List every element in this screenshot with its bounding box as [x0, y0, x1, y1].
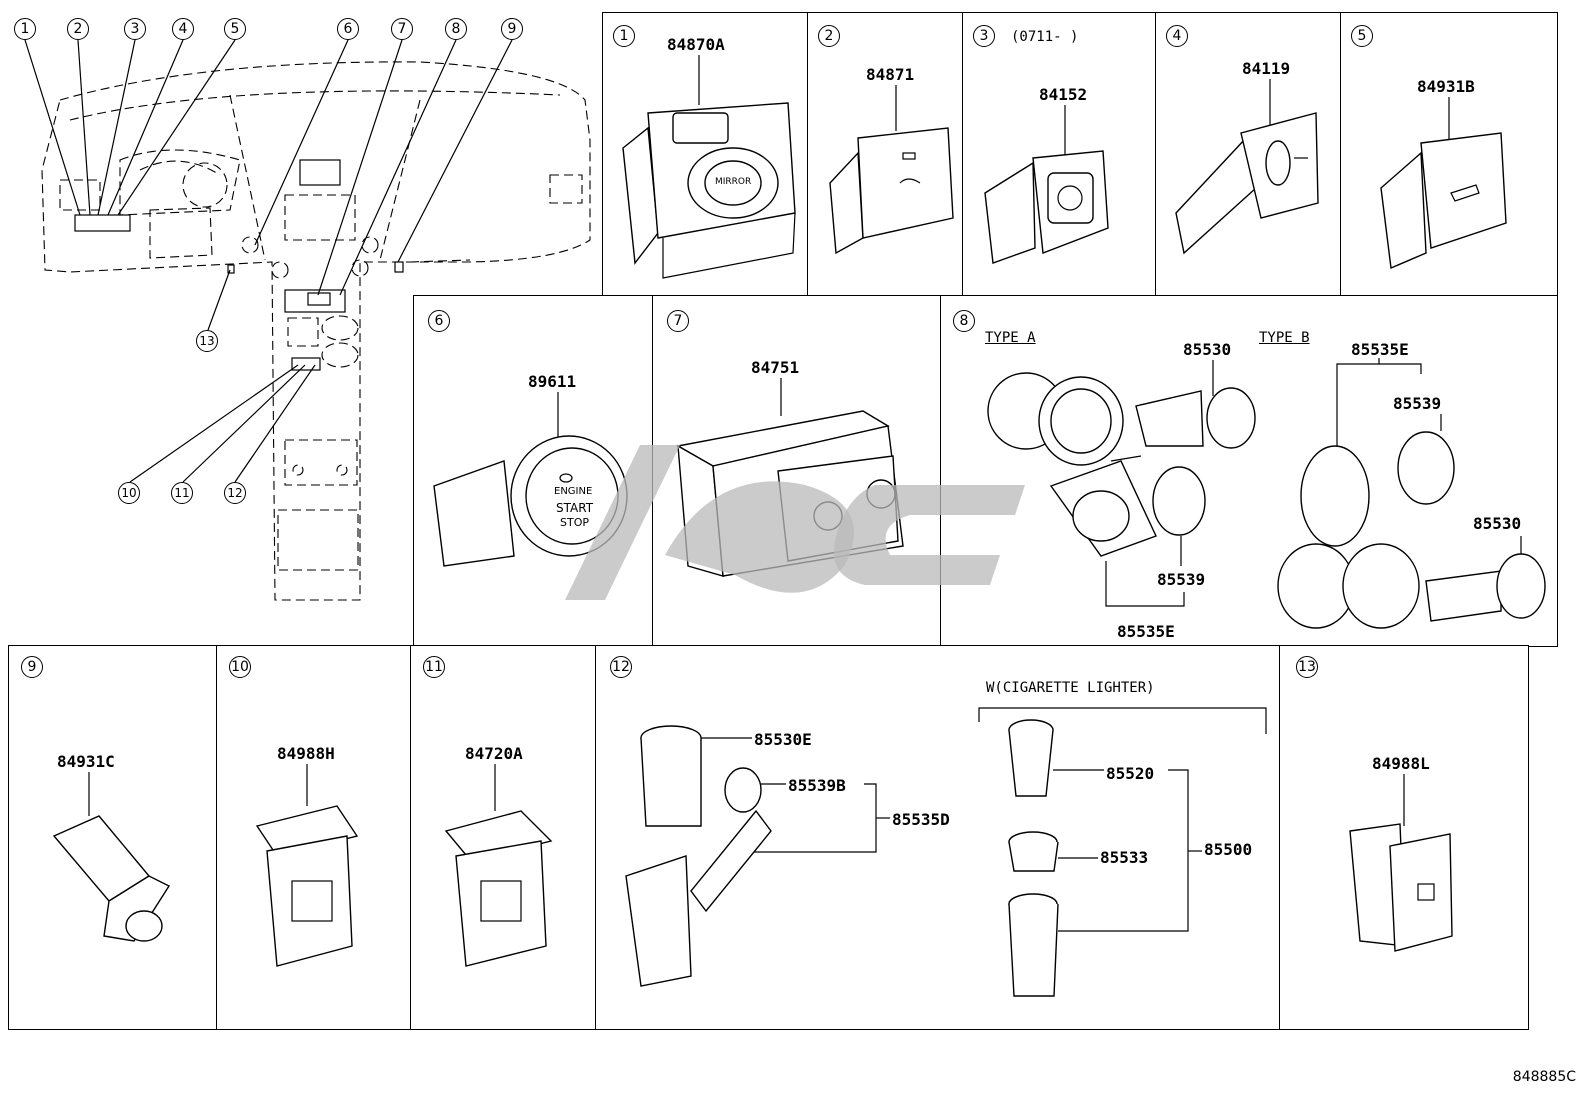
- callout-9: 9: [501, 18, 523, 40]
- part-number: 85530: [1473, 514, 1522, 533]
- callout-2: 2: [67, 18, 89, 40]
- panel-11: 11 84720A: [410, 645, 597, 1030]
- panel-number: 4: [1166, 25, 1188, 47]
- callout-12: 12: [224, 482, 246, 504]
- part-number: 84931B: [1417, 77, 1475, 96]
- panel-number: 6: [428, 310, 450, 332]
- panel-1: 1 84870A MIRROR: [602, 12, 809, 297]
- part-number: 85539: [1393, 394, 1442, 413]
- panel-10: 10 84988H: [216, 645, 412, 1030]
- rheostat-switch-icon: [1175, 79, 1319, 255]
- part-number: 84988L: [1372, 754, 1430, 773]
- stop-label: STOP: [560, 516, 589, 529]
- part-number: 85535E: [1117, 622, 1175, 641]
- part-number: 89611: [528, 372, 577, 391]
- panel-number: 2: [818, 25, 840, 47]
- date-note: (0711- ): [1011, 29, 1079, 45]
- callout-11: 11: [171, 482, 193, 504]
- dashboard-overview: 1 2 3 4 5 6 7 8 9 13 10 11 12: [0, 0, 600, 640]
- power-outlet-icon: [987, 358, 1546, 629]
- part-number: 84751: [751, 358, 800, 377]
- switch-icon: [52, 772, 171, 942]
- switch-icon: [444, 764, 553, 967]
- part-number: 84119: [1242, 59, 1291, 78]
- panel-number: 7: [667, 310, 689, 332]
- callout-4: 4: [172, 18, 194, 40]
- callout-10: 10: [118, 482, 140, 504]
- mirror-label: MIRROR: [715, 177, 752, 187]
- panel-number: 3: [973, 25, 995, 47]
- callout-8: 8: [445, 18, 467, 40]
- callout-1: 1: [14, 18, 36, 40]
- panel-number: 10: [229, 656, 251, 678]
- part-number: 84931C: [57, 752, 115, 771]
- panel-number: 11: [423, 656, 445, 678]
- part-number: 85530E: [754, 730, 812, 749]
- panel-number: 8: [953, 310, 975, 332]
- seat-heater-switch-icon: [676, 378, 904, 577]
- callout-3: 3: [124, 18, 146, 40]
- part-number: 85539B: [788, 776, 846, 795]
- part-number: 84870A: [667, 35, 725, 54]
- switch-icon: [255, 764, 359, 967]
- panel-13: 13 84988L: [1279, 645, 1529, 1030]
- part-number: 84720A: [465, 744, 523, 763]
- panel-9: 9 84931C: [8, 645, 218, 1030]
- panel-number: 13: [1296, 656, 1318, 678]
- cigarette-lighter-icon: [625, 707, 1267, 997]
- type-b-label: TYPE B: [1259, 330, 1310, 346]
- dimmer-switch-icon: [984, 105, 1109, 264]
- panel-3: 3 (0711- ) 84152: [962, 12, 1157, 297]
- panel-4: 4 84119: [1155, 12, 1342, 297]
- start-label: START: [556, 501, 594, 515]
- part-number: 84988H: [277, 744, 335, 763]
- switch-icon: [1380, 97, 1507, 270]
- part-number: 85535E: [1351, 340, 1409, 359]
- part-number: 84152: [1039, 85, 1088, 104]
- callout-13: 13: [196, 330, 218, 352]
- mirror-switch-icon: [622, 55, 796, 279]
- panel-number: 5: [1351, 25, 1373, 47]
- panel-number: 9: [21, 656, 43, 678]
- engine-start-button-icon: [433, 392, 628, 567]
- part-number: 85539: [1157, 570, 1206, 589]
- panel-7: 7 84751: [652, 295, 942, 647]
- panel-5: 5 84931B: [1340, 12, 1558, 297]
- part-number: 85530: [1183, 340, 1232, 359]
- panel-12: 12 W(CIGARETTE LIGHTER) 85530E 85539B 85…: [595, 645, 1281, 1030]
- panel-number: 1: [613, 25, 635, 47]
- defogger-switch-icon: [829, 85, 954, 255]
- diagram-code: 848885C: [1512, 1069, 1576, 1085]
- engine-label: ENGINE: [554, 486, 593, 497]
- type-a-label: TYPE A: [985, 330, 1036, 346]
- callout-5: 5: [224, 18, 246, 40]
- part-number: 84871: [866, 65, 915, 84]
- panel-6: 6 89611 ENGINE START STOP: [413, 295, 654, 647]
- cigarette-lighter-note: W(CIGARETTE LIGHTER): [986, 680, 1155, 696]
- part-number: 85533: [1100, 848, 1149, 867]
- dashboard-drawing: [24, 39, 591, 601]
- part-number: 85535D: [892, 810, 950, 829]
- part-number: 85520: [1106, 764, 1155, 783]
- panel-8: 8 TYPE A TYPE B 85530 85539 85535E 85535…: [940, 295, 1558, 647]
- part-number: 85500: [1204, 840, 1253, 859]
- callout-6: 6: [337, 18, 359, 40]
- panel-2: 2 84871: [807, 12, 964, 297]
- callout-7: 7: [391, 18, 413, 40]
- panel-number: 12: [610, 656, 632, 678]
- switch-icon: [1349, 774, 1453, 952]
